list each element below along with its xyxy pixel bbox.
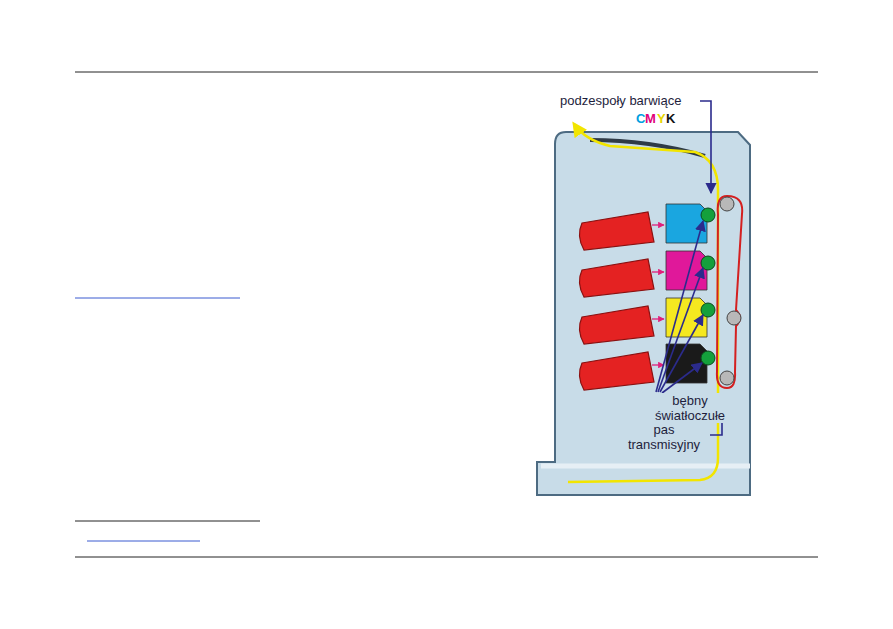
- toner-cartridge: [579, 352, 654, 390]
- callout-lines: [656, 101, 722, 435]
- transfer-belt: [717, 196, 742, 388]
- part-label: podzespoły barwiące: [560, 93, 710, 108]
- roller: [720, 371, 734, 385]
- toner-cartridge: [579, 259, 654, 297]
- leader-line: [656, 221, 703, 392]
- leader-line: [660, 315, 703, 392]
- colour-letter: K: [666, 111, 678, 126]
- magenta-unit: [666, 251, 707, 290]
- photo-drum: [701, 303, 715, 317]
- toner-cartridge: [579, 306, 654, 344]
- leader-line: [662, 363, 702, 393]
- toner-cartridge: [579, 212, 654, 250]
- rollers: [720, 197, 741, 385]
- link-underline: [75, 298, 240, 299]
- part-label: bębny światłoczułe: [648, 393, 732, 423]
- page-rule: [75, 72, 818, 73]
- leader-line: [658, 268, 703, 392]
- colour-letter: M: [645, 111, 659, 126]
- roller: [727, 311, 741, 325]
- photo-drum: [701, 256, 715, 270]
- leader-line: [700, 101, 711, 193]
- laser-arrow: [652, 318, 664, 319]
- photo-drum: [701, 208, 715, 222]
- roller: [720, 197, 734, 211]
- link-underline: [87, 541, 200, 542]
- footnote-rule: [75, 521, 260, 522]
- part-label: pas transmisyjny: [618, 422, 710, 452]
- page-rule: [75, 557, 818, 558]
- laser-arrow: [652, 364, 664, 365]
- toner-cartridges: [579, 212, 654, 390]
- drums: [701, 208, 715, 365]
- photo-drum: [701, 351, 715, 365]
- laser-arrow: [652, 271, 664, 272]
- cyan-unit: [666, 204, 707, 243]
- laser-arrow: [652, 224, 664, 225]
- laser-arrows: [652, 225, 664, 365]
- paper-path: [568, 124, 718, 482]
